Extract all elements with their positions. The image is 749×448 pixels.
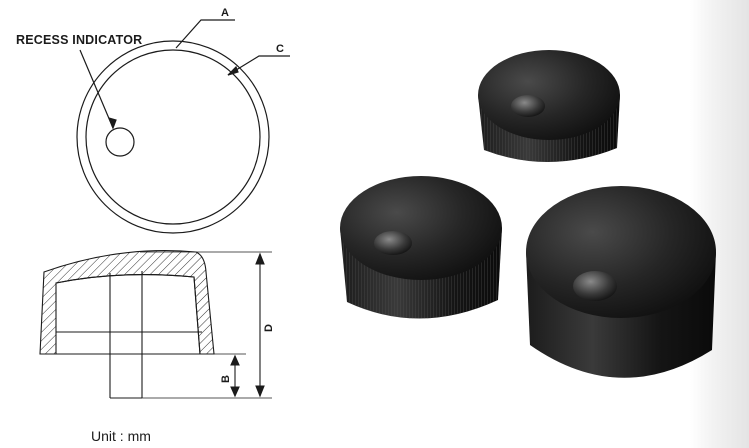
knob-medium-left [340, 176, 502, 319]
arrow-c [227, 65, 239, 76]
recess-indicator-label: RECESS INDICATOR [16, 33, 142, 47]
dim-b-arrow-bottom [230, 386, 240, 398]
knob-small-top [478, 50, 620, 163]
dim-b-arrow-top [230, 354, 240, 366]
recess-leader [79, 49, 114, 129]
hatched-wall [39, 250, 215, 355]
inner-hollow [55, 274, 201, 355]
dim-a-label: A [221, 7, 229, 19]
leader-a [175, 19, 235, 49]
dim-d-arrow-top [255, 252, 265, 265]
recess-circle [105, 127, 135, 157]
recess-arrow [107, 117, 117, 130]
dim-d-arrow-bottom [255, 385, 265, 398]
dim-b-label: B [220, 375, 232, 383]
leader-c [227, 55, 290, 76]
dim-c-label: C [276, 43, 284, 55]
dim-d-label: D [263, 324, 275, 332]
knob-medium-dimple [374, 231, 412, 255]
section-view [39, 250, 272, 399]
inner-circle [85, 49, 261, 225]
top-view [76, 19, 290, 234]
knob-large-right [526, 186, 716, 378]
outer-circle [76, 40, 270, 234]
unit-label: Unit : mm [91, 428, 151, 444]
knob-small-dimple [511, 95, 545, 117]
knob-large-dimple [573, 271, 617, 301]
